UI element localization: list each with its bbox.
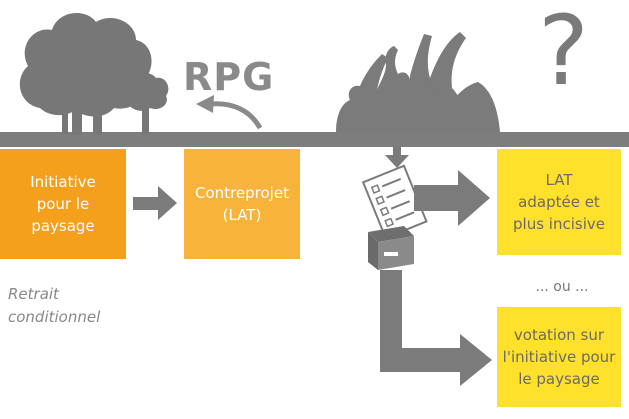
initiative-label: Initiative pour le paysage <box>30 173 96 235</box>
trees-icon <box>19 12 169 135</box>
arrow-to-votation-icon <box>380 270 492 386</box>
crowd-icon <box>336 32 500 132</box>
contreprojet-box: Contreprojet (LAT) <box>184 149 300 259</box>
votation-box: votation sur l'initiative pour le paysag… <box>497 307 621 407</box>
ground-bar <box>0 132 629 147</box>
or-label: ... ou ... <box>535 279 589 295</box>
retrait-label: Retrait conditionnel <box>8 285 101 326</box>
down-arrow-icon <box>385 145 409 168</box>
votation-label: votation sur l'initiative pour le paysag… <box>502 326 616 388</box>
lat-label: LAT adaptée et plus incisive <box>513 171 605 233</box>
rpg-label: RPG <box>183 55 275 99</box>
rpg-arrow-icon <box>196 95 263 130</box>
arrow-to-lat-icon <box>414 170 490 226</box>
initiative-box: Initiative pour le paysage <box>0 149 126 259</box>
contreprojet-label: Contreprojet (LAT) <box>195 184 289 224</box>
ballot-box-icon <box>361 164 428 270</box>
question-mark-icon: ? <box>538 0 589 107</box>
lat-box: LAT adaptée et plus incisive <box>497 149 621 255</box>
arrow-initiative-to-contreprojet-icon <box>133 186 177 220</box>
